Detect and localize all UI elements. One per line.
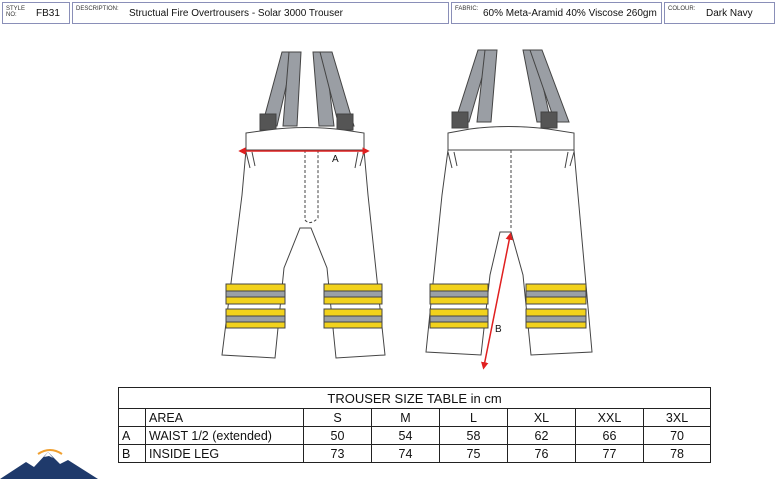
- row-value: 76: [507, 444, 576, 463]
- size-table: TROUSER SIZE TABLE in cm AREA S M L XL X…: [117, 387, 712, 463]
- area-header: AREA: [145, 408, 304, 427]
- mountain-logo-icon: [0, 449, 98, 479]
- back-braces: [451, 49, 570, 129]
- trouser-drawing: A: [221, 49, 593, 370]
- trouser-back-view: [425, 49, 593, 370]
- style-box: STYLE NO: FB31: [2, 2, 70, 24]
- size-header: M: [371, 408, 440, 427]
- row-value: 78: [642, 444, 712, 463]
- row-value: 75: [439, 444, 508, 463]
- row-value: 66: [575, 426, 644, 445]
- colour-value: Dark Navy: [706, 8, 753, 19]
- description-value: Structual Fire Overtrousers - Solar 3000…: [129, 8, 343, 19]
- row-value: 50: [303, 426, 372, 445]
- table-row: B INSIDE LEG 73 74 75 76 77 78: [118, 444, 712, 463]
- row-code: B: [118, 444, 146, 463]
- fabric-label: FABRIC:: [455, 6, 479, 12]
- row-value: 74: [371, 444, 440, 463]
- inside-leg-measure-line: [481, 232, 513, 370]
- style-value: FB31: [36, 8, 60, 19]
- size-header: XXL: [575, 408, 644, 427]
- style-label: STYLE NO:: [6, 6, 26, 18]
- trouser-front-view: [221, 51, 386, 359]
- row-code: A: [118, 426, 146, 445]
- front-braces: [259, 51, 355, 131]
- description-box: DESCRIPTION: Structual Fire Overtrousers…: [72, 2, 449, 24]
- size-header: S: [303, 408, 372, 427]
- size-header: XL: [507, 408, 576, 427]
- table-row: A WAIST 1/2 (extended) 50 54 58 62 66 70: [118, 426, 712, 445]
- row-value: 62: [507, 426, 576, 445]
- colour-box: COLOUR: Dark Navy: [664, 2, 775, 24]
- size-header: 3XL: [642, 408, 712, 427]
- size-table-title: TROUSER SIZE TABLE in cm: [117, 387, 712, 409]
- front-left-reflective-bands: [225, 283, 286, 329]
- row-value: 70: [642, 426, 712, 445]
- row-area: INSIDE LEG: [145, 444, 304, 463]
- fabric-value: 60% Meta-Aramid 40% Viscose 260gm: [483, 8, 657, 19]
- front-right-reflective-bands: [323, 283, 383, 329]
- fabric-box: FABRIC: 60% Meta-Aramid 40% Viscose 260g…: [451, 2, 662, 24]
- measure-label-b: B: [495, 324, 502, 335]
- row-area: WAIST 1/2 (extended): [145, 426, 304, 445]
- back-right-reflective-bands: [525, 283, 587, 329]
- row-value: 73: [303, 444, 372, 463]
- size-table-header-row: AREA S M L XL XXL 3XL: [118, 408, 712, 427]
- row-value: 58: [439, 426, 508, 445]
- size-header: L: [439, 408, 508, 427]
- row-value: 77: [575, 444, 644, 463]
- size-table-corner: [118, 408, 146, 427]
- measure-label-a: A: [332, 154, 339, 165]
- description-label: DESCRIPTION:: [76, 6, 119, 12]
- colour-label: COLOUR:: [668, 6, 696, 12]
- row-value: 54: [371, 426, 440, 445]
